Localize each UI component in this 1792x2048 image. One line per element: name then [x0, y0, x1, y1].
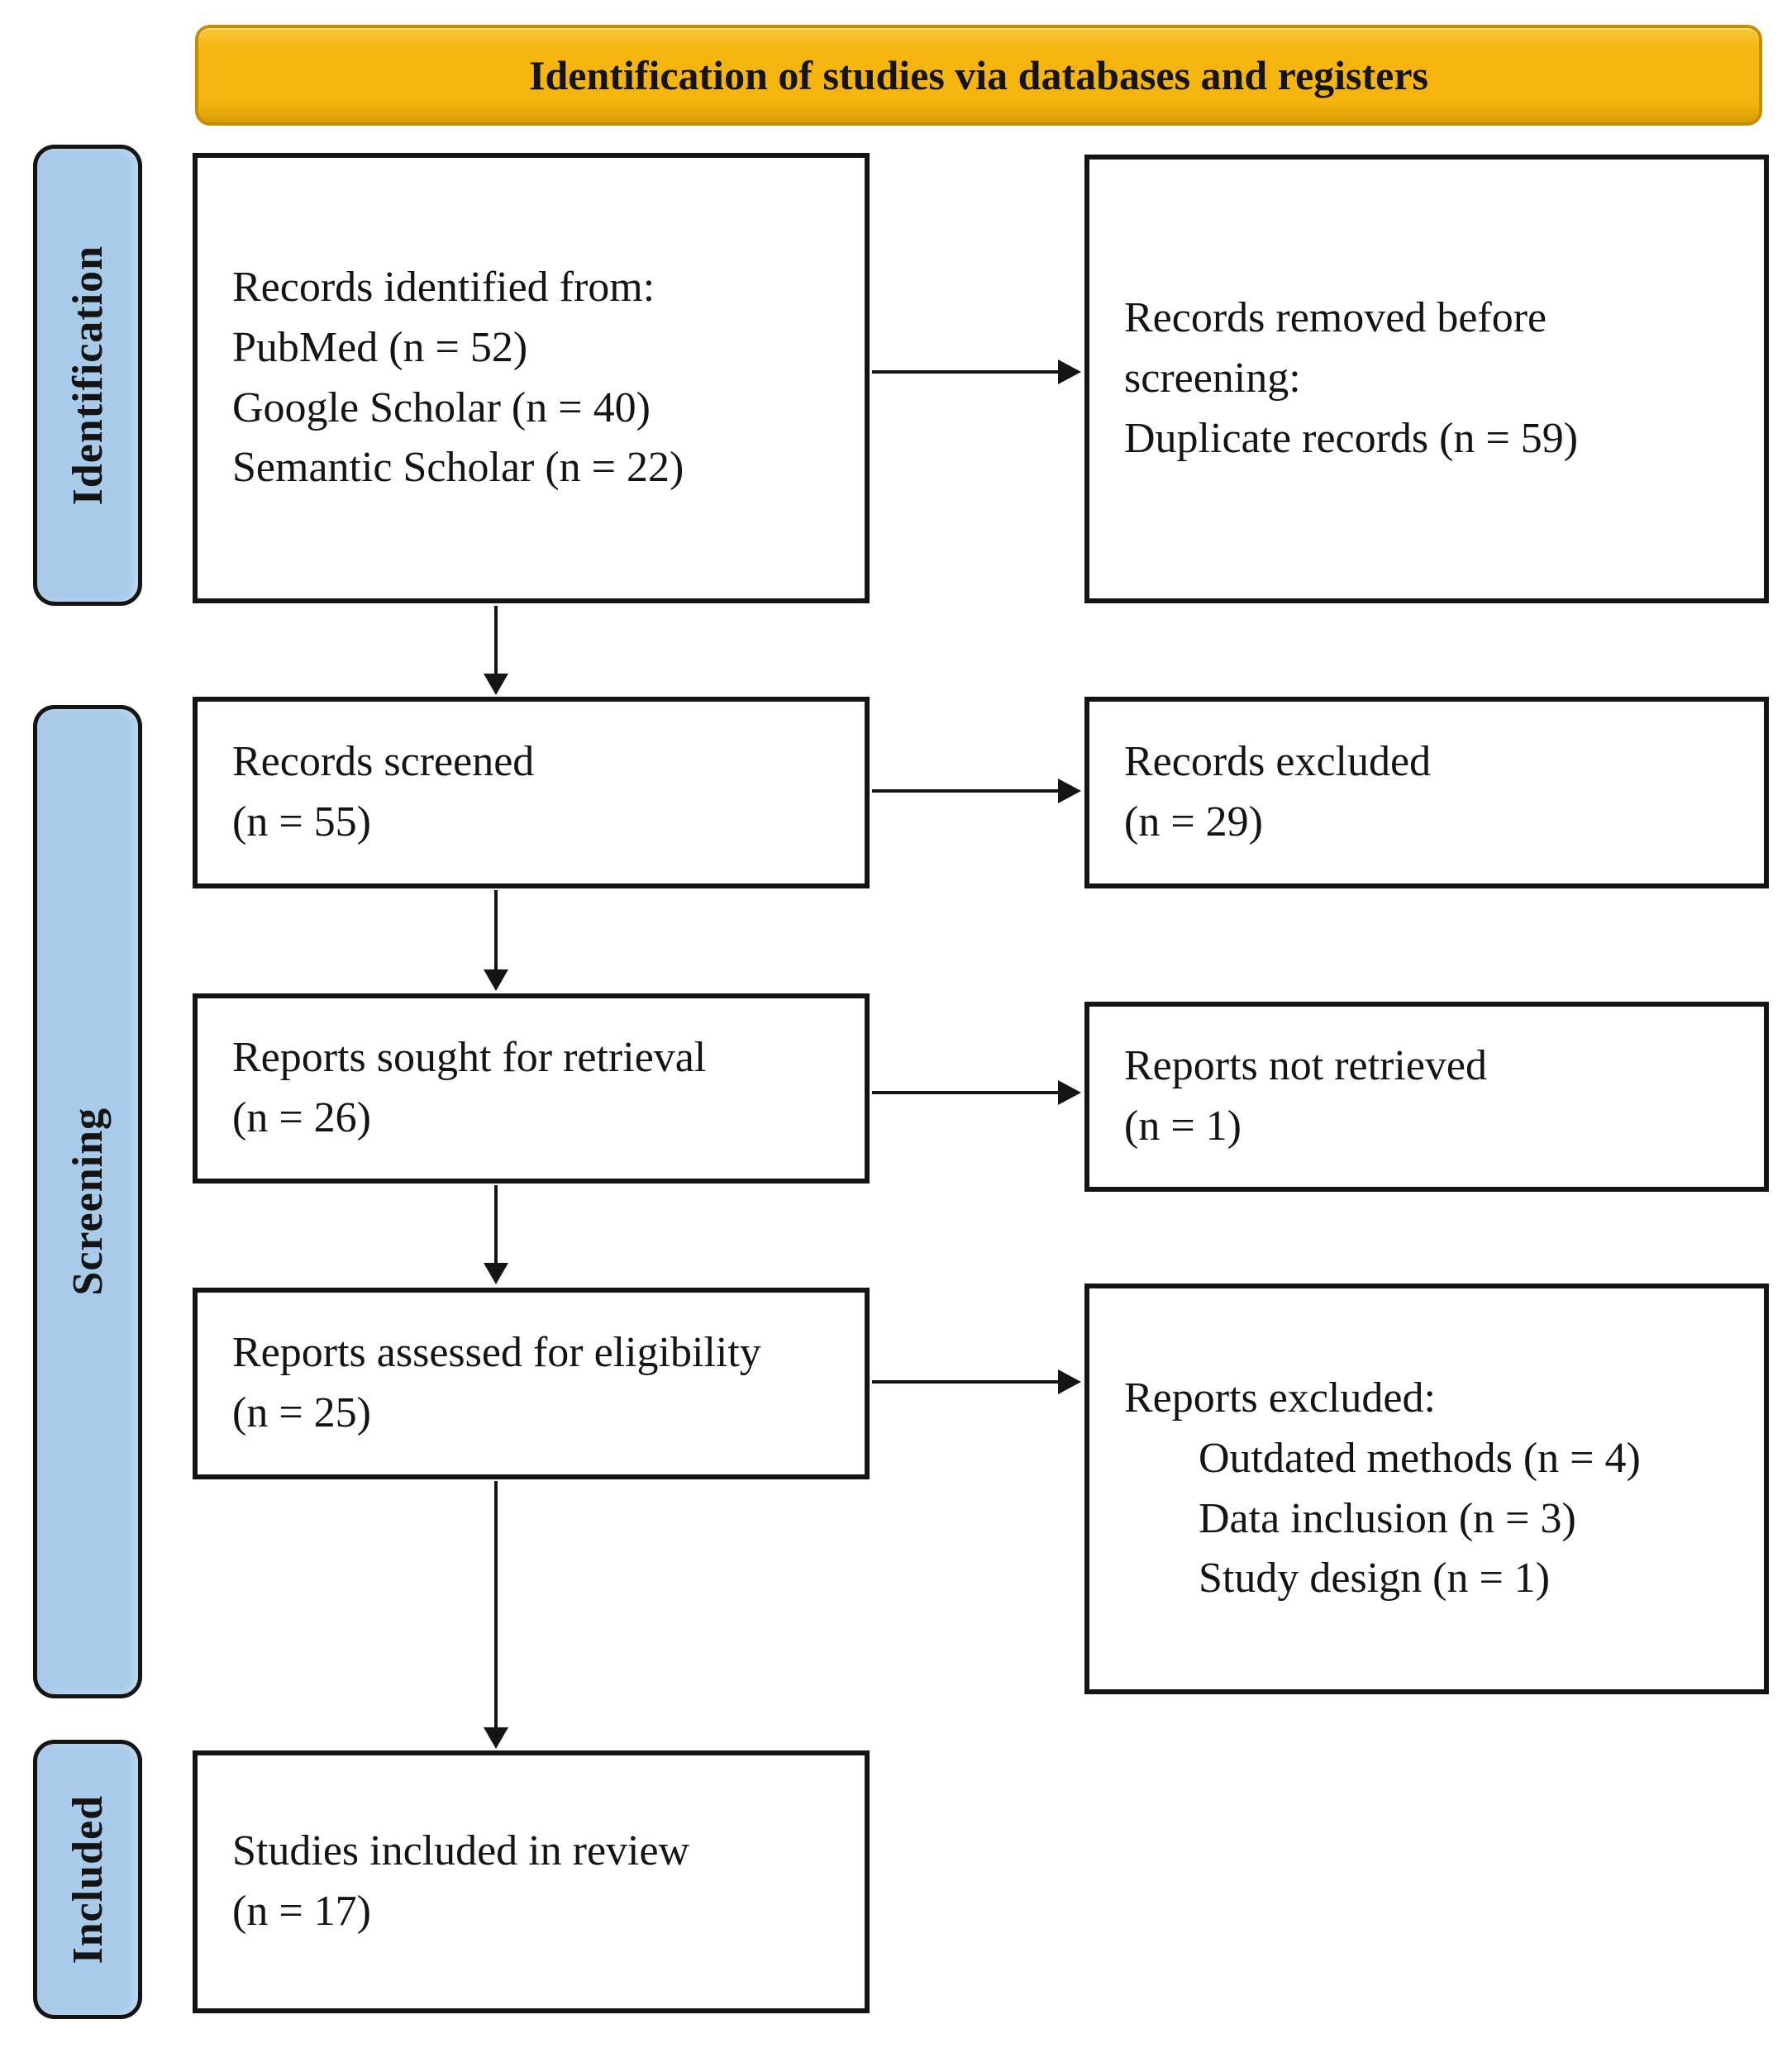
stage-screening-label: Screening: [64, 1107, 112, 1296]
arrow-head-down: [484, 969, 508, 991]
banner: Identification of studies via databases …: [195, 25, 1762, 126]
box-line: (n = 1): [1124, 1103, 1242, 1150]
arrow-head-down: [484, 674, 508, 695]
arrow-line: [872, 370, 1060, 374]
box-studies-included: Studies included in review (n = 17): [193, 1750, 870, 2013]
box-line: Studies included in review: [232, 1827, 690, 1875]
box-line: Outdated methods (n = 4): [1199, 1434, 1641, 1482]
arrow-line: [872, 1091, 1060, 1094]
arrow-line: [494, 1481, 498, 1729]
box-line: (n = 29): [1124, 798, 1263, 845]
arrow-head-right: [1058, 1080, 1081, 1105]
stage-included-label: Included: [64, 1794, 112, 1965]
box-line: Reports sought for retrieval: [232, 1034, 707, 1082]
box-reports-excluded: Reports excluded: Outdated methods (n = …: [1084, 1284, 1769, 1694]
box-reports-not-retrieved: Reports not retrieved (n = 1): [1084, 1002, 1769, 1192]
box-line: Data inclusion (n = 3): [1199, 1494, 1576, 1542]
box-line: (n = 26): [232, 1094, 371, 1141]
arrow-line: [494, 1185, 498, 1265]
box-records-excluded: Records excluded (n = 29): [1084, 697, 1769, 888]
stage-included: Included: [33, 1740, 142, 2019]
arrow-head-right: [1058, 1369, 1081, 1394]
box-records-removed: Records removed before screening: Duplic…: [1084, 155, 1769, 603]
arrow-line: [872, 1380, 1060, 1384]
box-line: Records removed before: [1124, 294, 1547, 342]
arrow-head-down: [484, 1727, 508, 1749]
box-line: Reports not retrieved: [1124, 1042, 1487, 1090]
arrow-line: [494, 890, 498, 971]
box-records-identified: Records identified from: PubMed (n = 52)…: [193, 153, 870, 603]
box-line: Study design (n = 1): [1199, 1555, 1551, 1603]
banner-label: Identification of studies via databases …: [528, 52, 1428, 98]
box-line: Duplicate records (n = 59): [1124, 414, 1579, 462]
box-line: (n = 17): [232, 1888, 371, 1935]
box-records-screened: Records screened (n = 55): [193, 697, 870, 888]
box-reports-assessed: Reports assessed for eligibility (n = 25…: [193, 1288, 870, 1479]
arrow-head-right: [1058, 779, 1081, 803]
box-line: PubMed (n = 52): [232, 323, 528, 371]
box-line: Reports excluded:: [1124, 1374, 1436, 1422]
box-line: (n = 55): [232, 798, 371, 845]
arrow-head-right: [1058, 360, 1081, 384]
box-line: screening:: [1124, 355, 1301, 402]
box-line: Google Scholar (n = 40): [232, 383, 651, 431]
stage-screening: Screening: [33, 705, 142, 1698]
box-line: Reports assessed for eligibility: [232, 1329, 761, 1377]
arrow-line: [872, 789, 1060, 793]
box-reports-sought: Reports sought for retrieval (n = 26): [193, 993, 870, 1184]
box-line: Semantic Scholar (n = 22): [232, 444, 684, 492]
stage-identification-label: Identification: [64, 245, 112, 506]
arrow-head-down: [484, 1263, 508, 1284]
box-line: Records screened: [232, 738, 535, 786]
box-line: Records excluded: [1124, 738, 1432, 786]
box-line: (n = 25): [232, 1389, 371, 1436]
stage-identification: Identification: [33, 145, 142, 606]
arrow-line: [494, 606, 498, 675]
box-line: Records identified from:: [232, 263, 655, 311]
